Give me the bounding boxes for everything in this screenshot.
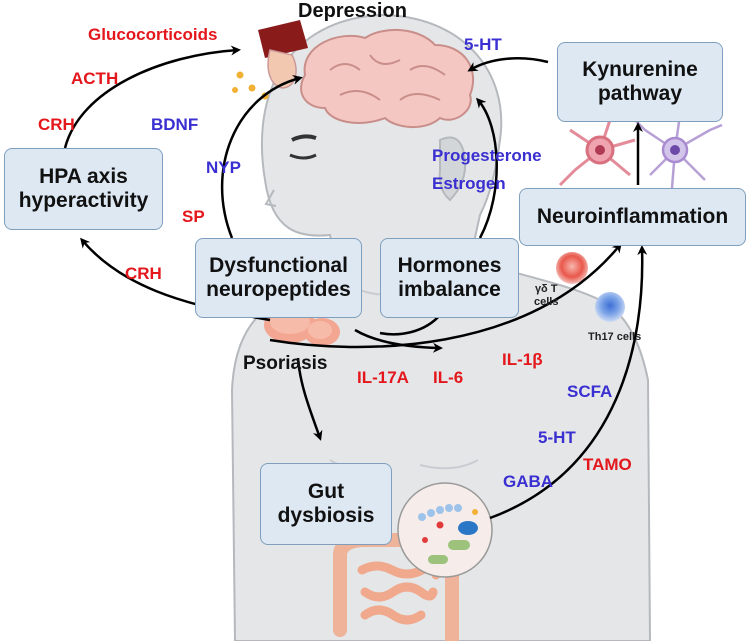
label-scfa: SCFA: [567, 382, 613, 401]
title-depression: Depression: [298, 0, 407, 22]
label-th17-cells: Th17 cells: [588, 331, 642, 343]
arrow-gut-to-neuroinflammation: [489, 245, 648, 520]
arrow-psoriasis-to-neuroinflammation: [269, 242, 622, 349]
kynurenine-box: Kynurenine pathway: [557, 42, 723, 122]
brain-icon: [300, 28, 475, 129]
neuropeptides-box: Dysfunctional neuropeptides: [195, 238, 362, 318]
neuron-icon: [558, 119, 636, 187]
label-5ht-bottom: 5-HT: [538, 428, 576, 447]
microglia-icon: [634, 114, 723, 189]
label-estrogen: Estrogen: [432, 174, 506, 193]
label-crh-bottom: CRH: [125, 264, 162, 283]
label-acth: ACTH: [71, 69, 119, 88]
arrow-kynurenine-to-brain: [467, 57, 549, 72]
label-il1b: IL-1β: [502, 350, 543, 369]
arrow-psoriasis-to-il: [354, 328, 443, 353]
gut-dysbiosis-box: Gut dysbiosis: [260, 463, 392, 545]
arrow-psoriasis-to-gut: [296, 357, 323, 441]
label-psoriasis: Psoriasis: [243, 353, 328, 374]
neuroinflammation-box: Neuroinflammation: [519, 188, 746, 246]
label-tamo: TAMO: [583, 455, 632, 474]
label-il6: IL-6: [433, 368, 464, 387]
label-gaba: GABA: [503, 472, 554, 491]
microbiota-icon: [397, 482, 493, 578]
label-nyp: NYP: [206, 158, 241, 177]
adrenal-gland-icon: [232, 20, 308, 100]
arrow-hormones-to-brain: [476, 97, 498, 239]
arrow-hormones-to-psoriasis: [379, 314, 441, 336]
label-il17a: IL-17A: [357, 368, 409, 387]
label-5ht-top: 5-HT: [464, 35, 502, 54]
label-progesterone: Progesterone: [432, 146, 542, 165]
label-bdnf: BDNF: [151, 115, 199, 134]
label-crh-top: CRH: [38, 115, 75, 134]
label-glucocorticoids: Glucocorticoids: [88, 25, 218, 44]
arrow-neuropeptides-to-brain: [220, 74, 303, 239]
label-gd-t-cells: γδ T cells: [534, 283, 559, 308]
hormones-box: Hormones imbalance: [380, 238, 519, 318]
arrow-hpa-to-adrenal: [63, 45, 241, 149]
t-cell-icon: [556, 252, 625, 322]
label-sp: SP: [182, 207, 205, 226]
hpa-axis-box: HPA axis hyperactivity: [4, 148, 163, 230]
